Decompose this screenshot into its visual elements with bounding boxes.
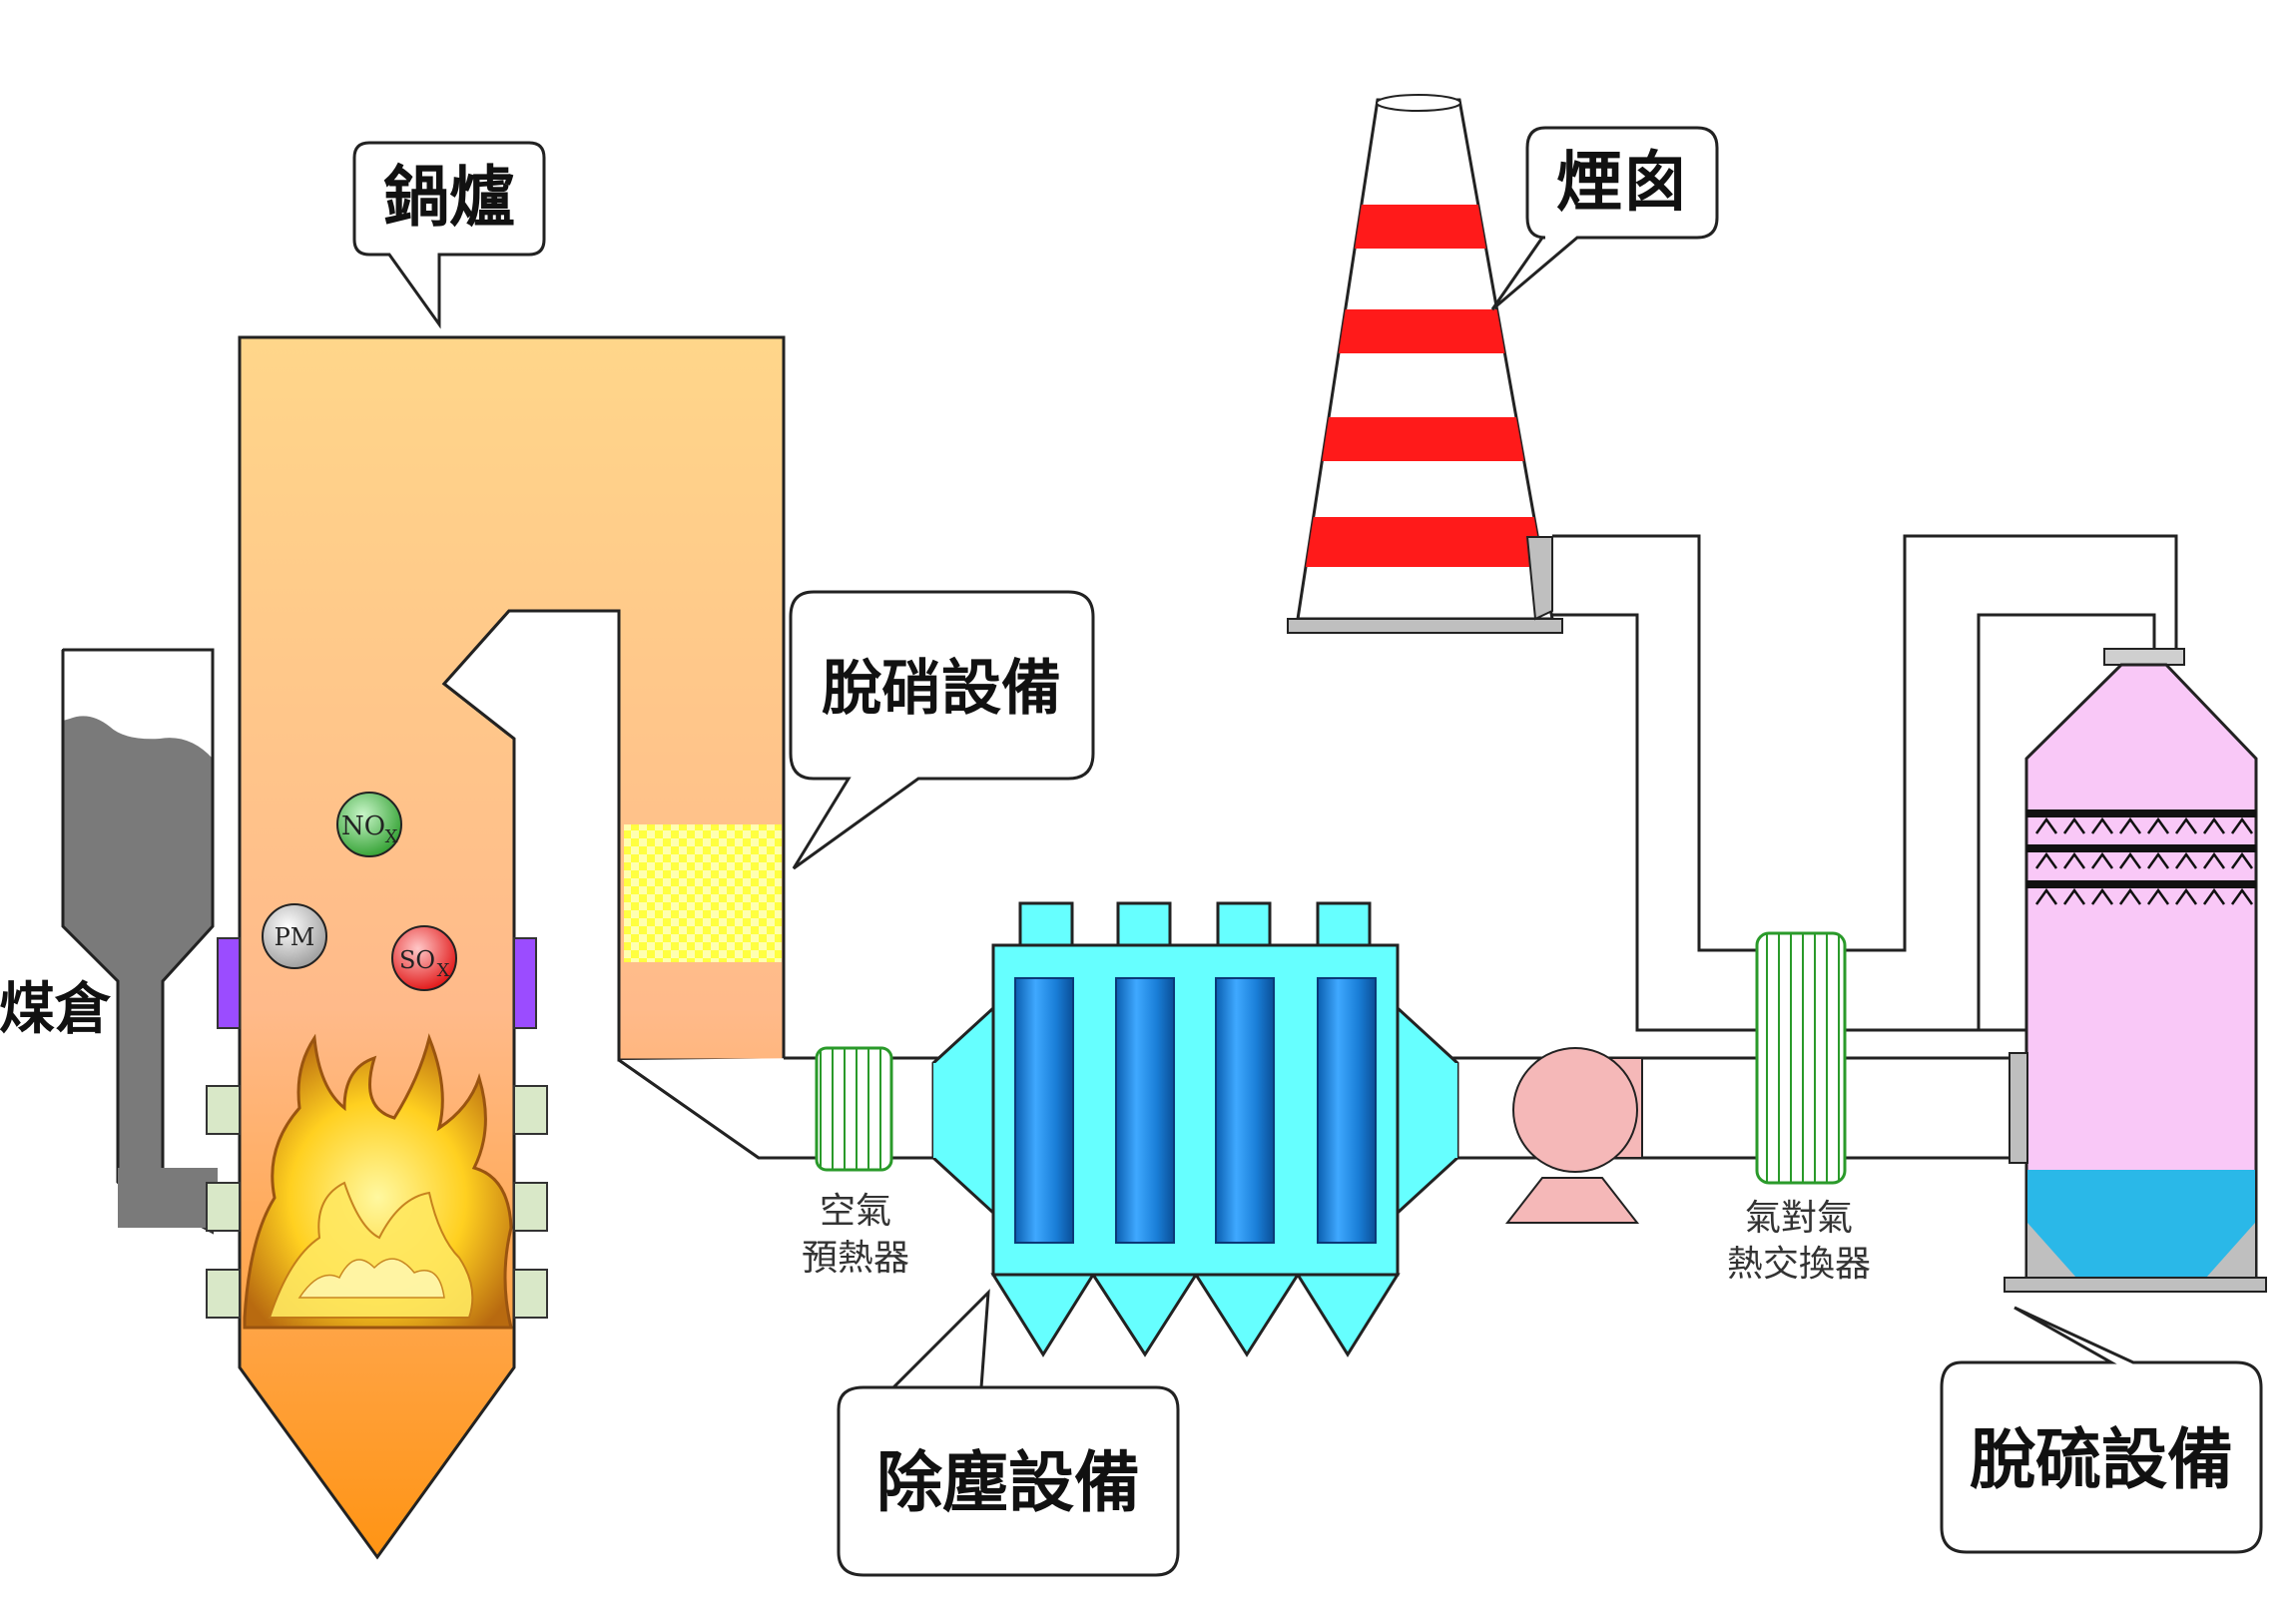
boiler-callout-text: 鍋爐 [383,159,515,236]
esp-electrodes [1014,977,1377,1244]
denitration-callout: 脫硝設備 [789,590,1095,870]
nox-ball: NO X [336,792,402,857]
denitration-callout-text: 脫硝設備 [822,654,1061,724]
electrostatic-precipitator [931,901,1459,1357]
sox-subscript: X [437,960,450,981]
coal-bunker [61,648,218,1235]
desulfurization-callout: 脫硫設備 [1940,1306,2263,1554]
ggh-label-line1: 氣對氣 [1745,1198,1853,1239]
air-preheater [815,1046,893,1172]
air-preheater-label-line1: 空氣 [820,1191,891,1232]
nox-label: NO [341,811,385,841]
dust-removal-callout-text: 除塵設備 [876,1444,1140,1521]
pm-ball: PM [262,903,327,969]
ggh-label-line2: 熱交換器 [1727,1244,1871,1285]
sox-label: SO [399,946,435,974]
sox-ball: SO X [391,925,457,991]
dust-removal-callout: 除塵設備 [837,1289,1180,1577]
induced-draft-fan [1504,1047,1643,1224]
pm-label: PM [275,923,315,951]
nox-subscript: X [385,826,398,847]
coal-bunker-label: 煤倉 [0,977,111,1042]
desulfurization-scrubber [2004,648,2267,1293]
air-preheater-label-line2: 預熱器 [802,1238,909,1279]
boiler-callout: 鍋爐 [352,141,546,329]
desulfurization-callout-text: 脫硫設備 [1970,1421,2233,1498]
gas-gas-heater [1755,931,1847,1185]
denitration-catalyst [624,824,782,962]
chimney-callout: 煙囪 [1490,126,1719,311]
fire-flames [243,1033,513,1330]
burner-ports [206,937,548,1319]
chimney-callout-text: 煙囪 [1556,144,1688,221]
